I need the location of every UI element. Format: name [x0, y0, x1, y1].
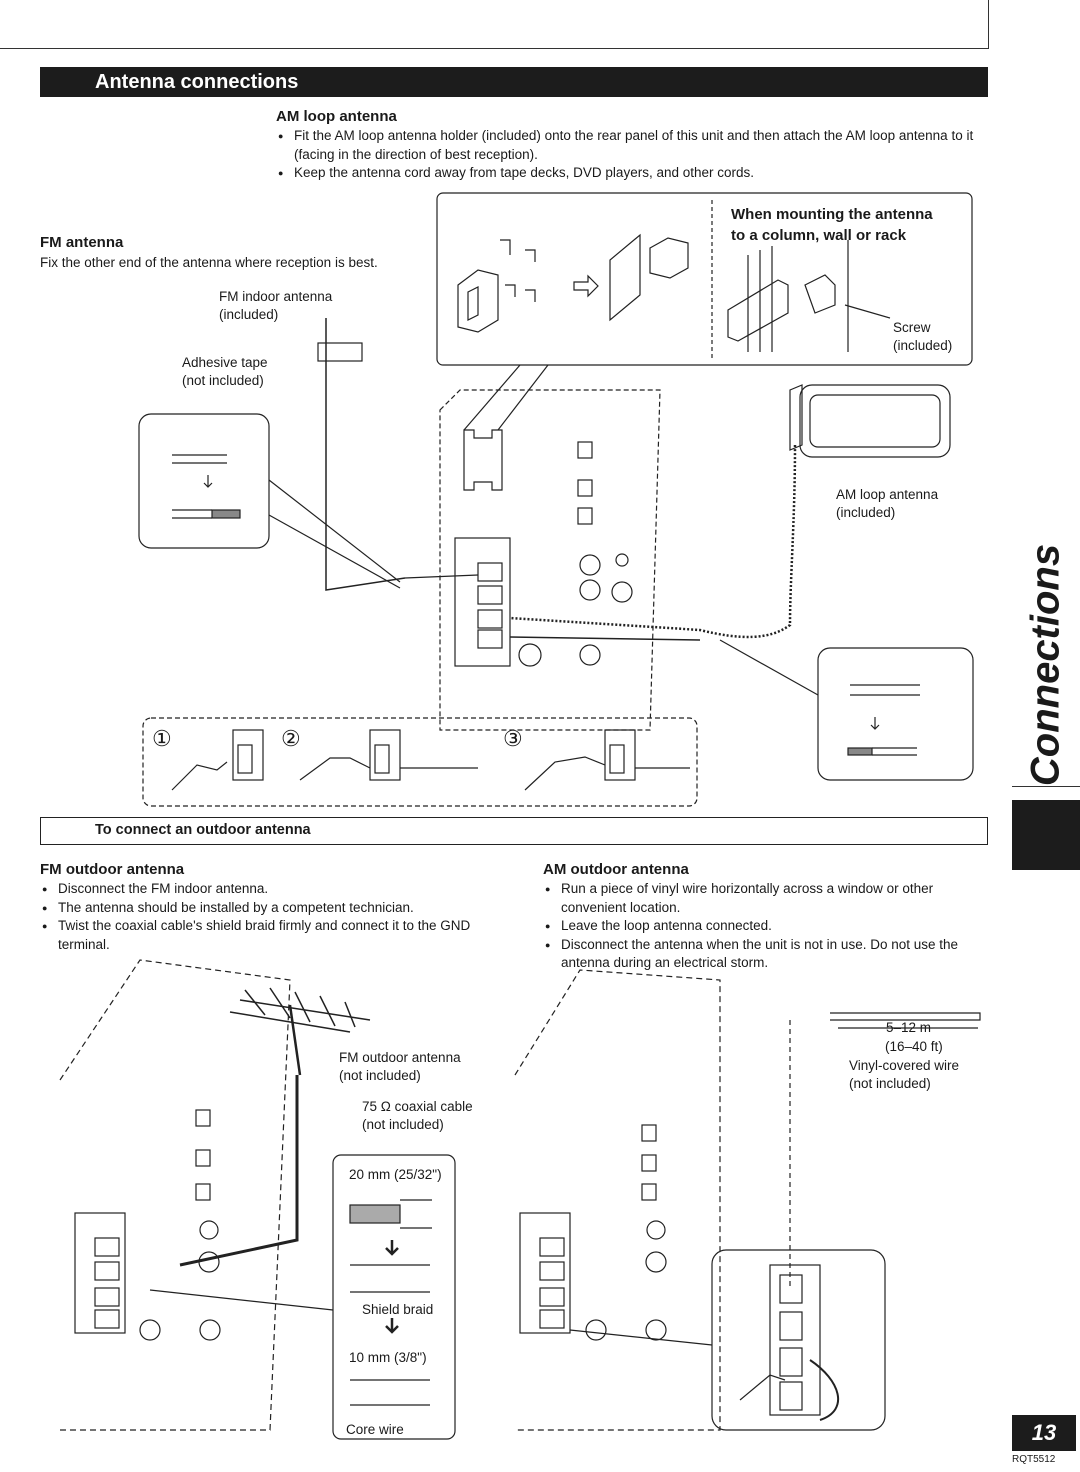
coax-prep-box: [332, 1154, 456, 1440]
step-illustrations: [171, 729, 690, 791]
distance-ft-label: (16–40 ft): [885, 1039, 943, 1054]
top-rule-end: [988, 0, 989, 49]
dvd-jack: [577, 479, 593, 497]
arrow-right-icon: [573, 274, 599, 298]
arrow-down-icon-2: [870, 717, 880, 730]
fm-am-terminal-block: [454, 537, 511, 667]
coax-cable: [179, 1075, 299, 1267]
fm-indoor-label: FM indoor antenna (included): [219, 289, 333, 322]
am-wire-prep-inset: [817, 647, 974, 781]
screw-label: Screw (included): [893, 320, 953, 353]
rear-panel-am-outdoor: [514, 969, 721, 1431]
am-loop-bullet-2: Keep the antenna cord away from tape dec…: [276, 164, 991, 183]
am-outdoor-bullets: Run a piece of vinyl wire horizontally a…: [543, 880, 998, 973]
fm-outdoor-bullet-2: The antenna should be installed by a com…: [40, 899, 510, 918]
shield-braid-label: Shield braid: [362, 1302, 434, 1317]
top-rule: [0, 48, 988, 49]
fm-antenna-text: Fix the other end of the antenna where r…: [40, 255, 378, 270]
rear-panel-top: [439, 389, 661, 731]
adhesive-tape-label: Adhesive tape (not included): [182, 355, 268, 388]
am-terminal-zoom: [711, 1249, 886, 1431]
yagi-antenna: [229, 987, 371, 1076]
am-outdoor-bullet-1: Run a piece of vinyl wire horizontally a…: [543, 880, 998, 917]
mm10-label: 10 mm (3/8"): [349, 1350, 427, 1365]
fm-outdoor-bullets: Disconnect the FM indoor antenna. The an…: [40, 880, 510, 954]
vinyl-wire: [830, 1012, 981, 1021]
loop-holder-illustration: [457, 239, 536, 333]
terminal-loop: [477, 609, 503, 629]
mounting-title-1: When mounting the antenna: [731, 206, 933, 223]
coax-label: 75 Ω coaxial cable (not included): [362, 1099, 473, 1132]
am-outdoor-bullet-3: Disconnect the antenna when the unit is …: [543, 936, 998, 973]
am-loop-bullets: Fit the AM loop antenna holder (included…: [276, 127, 991, 183]
am-outdoor-heading: AM outdoor antenna: [543, 861, 689, 878]
fm-outdoor-heading: FM outdoor antenna: [40, 861, 185, 878]
section-title: Antenna connections: [40, 67, 988, 97]
rear-panel-fm-outdoor: [59, 959, 291, 1431]
mounting-title-2: to a column, wall or rack: [731, 227, 907, 244]
terminal-ext: [477, 629, 503, 649]
cd-jack: [577, 441, 593, 459]
fm-outdoor-bullet-1: Disconnect the FM indoor antenna.: [40, 880, 510, 899]
hand-illustration: [739, 1374, 786, 1401]
adhesive-tape: [317, 342, 363, 362]
outdoor-heading-box: [40, 817, 988, 845]
am-loop-included-label: AM loop antenna (included): [836, 487, 939, 520]
fm-indoor-antenna-wire: [325, 318, 406, 591]
step-3: ③: [503, 726, 523, 751]
arrow-down-icon-3: [385, 1240, 399, 1256]
fm-terminal-block-2: [74, 1212, 126, 1334]
loop-ant-holder-panel: [463, 429, 503, 491]
steps-panel: [142, 717, 698, 807]
core-wire-label: Core wire: [346, 1422, 404, 1437]
vinyl-wire-label: Vinyl-covered wire (not included): [849, 1058, 960, 1091]
arrow-down-icon: [203, 475, 213, 488]
fm-wire-prep-inset: [138, 413, 270, 549]
mm20-label: 20 mm (25/32"): [349, 1167, 442, 1182]
am-terminal-block-2: [519, 1212, 571, 1334]
side-rule: [1012, 786, 1080, 787]
am-loop-antenna: [799, 384, 951, 458]
page-number: 13: [1012, 1415, 1076, 1451]
tv-jack: [577, 507, 593, 525]
terminal-gnd: [477, 585, 503, 605]
am-loop-cord: [509, 444, 797, 639]
fm-antenna-heading: FM antenna: [40, 234, 124, 251]
arrow-down-icon-4: [385, 1318, 399, 1334]
outdoor-heading: To connect an outdoor antenna: [95, 822, 311, 838]
fm-outdoor-bullet-3: Twist the coaxial cable's shield braid f…: [40, 917, 510, 954]
terminal-75ohm: [477, 562, 503, 582]
loop-holder-attached-illustration: [609, 233, 689, 322]
mounting-box: [436, 192, 973, 366]
am-loop-heading: AM loop antenna: [276, 108, 397, 125]
step-1: ①: [152, 726, 172, 751]
step-2: ②: [281, 726, 301, 751]
am-loop-bullet-1: Fit the AM loop antenna holder (included…: [276, 127, 991, 164]
fm-outdoor-label: FM outdoor antenna (not included): [339, 1050, 461, 1083]
document-code: RQT5512: [1012, 1454, 1056, 1465]
am-outdoor-bullet-2: Leave the loop antenna connected.: [543, 917, 998, 936]
side-tab: [1012, 800, 1080, 870]
column-mount-illustration: [727, 240, 891, 352]
